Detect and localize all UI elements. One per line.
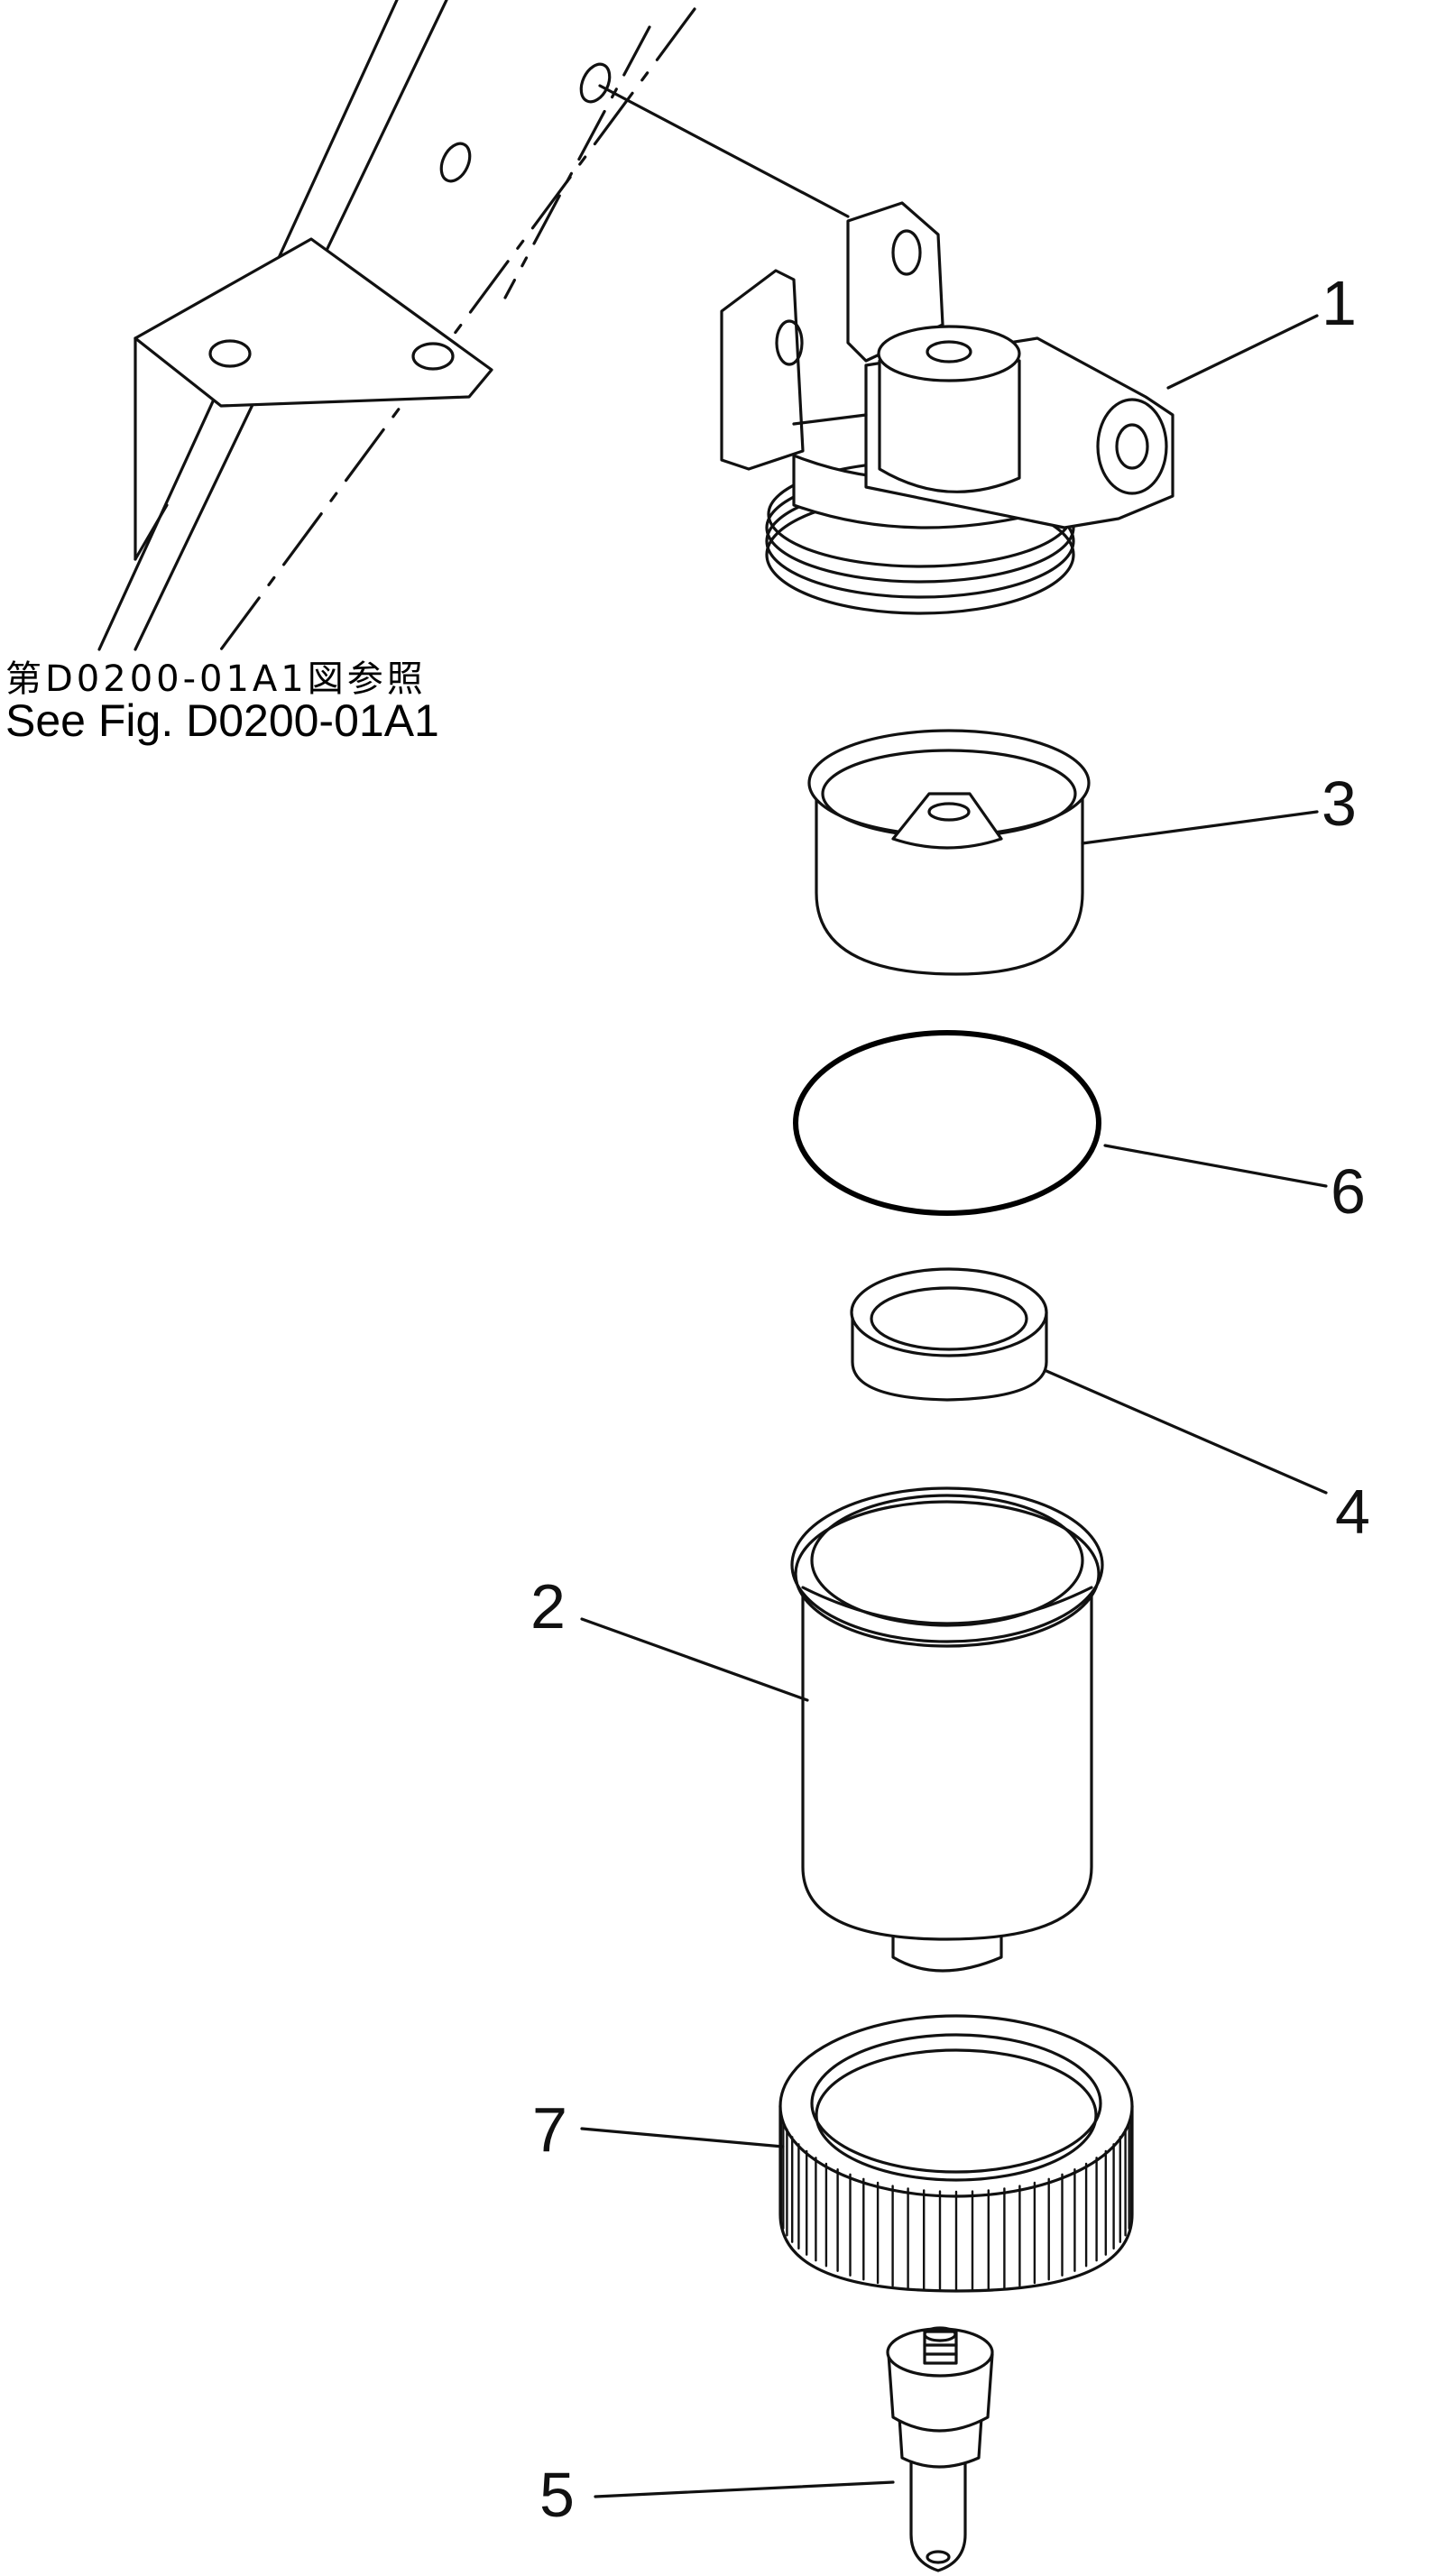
part-4-seal xyxy=(850,1267,1328,1495)
callout-7: 7 xyxy=(532,2094,567,2165)
part-3-cup xyxy=(807,729,1319,976)
reference-label-japanese: 第D0200-01A1図参照 xyxy=(5,658,427,700)
callout-5: 5 xyxy=(539,2460,575,2530)
part-2-filter-element xyxy=(580,1486,1104,1973)
part-1-filter-head xyxy=(720,201,1319,615)
callout-1: 1 xyxy=(1322,268,1357,338)
callout-6: 6 xyxy=(1331,1156,1366,1227)
reference-label-english: See Fig. D0200-01A1 xyxy=(5,695,439,746)
callout-4: 4 xyxy=(1335,1477,1370,1547)
mounting-bracket xyxy=(97,0,850,651)
part-6-o-ring xyxy=(793,1030,1328,1216)
part-5-drain-plug xyxy=(594,2326,994,2572)
callout-3: 3 xyxy=(1322,768,1357,839)
knurl-pattern xyxy=(778,2104,1134,2293)
part-7-ring-nut xyxy=(580,2014,1134,2293)
callout-2: 2 xyxy=(530,1571,566,1642)
